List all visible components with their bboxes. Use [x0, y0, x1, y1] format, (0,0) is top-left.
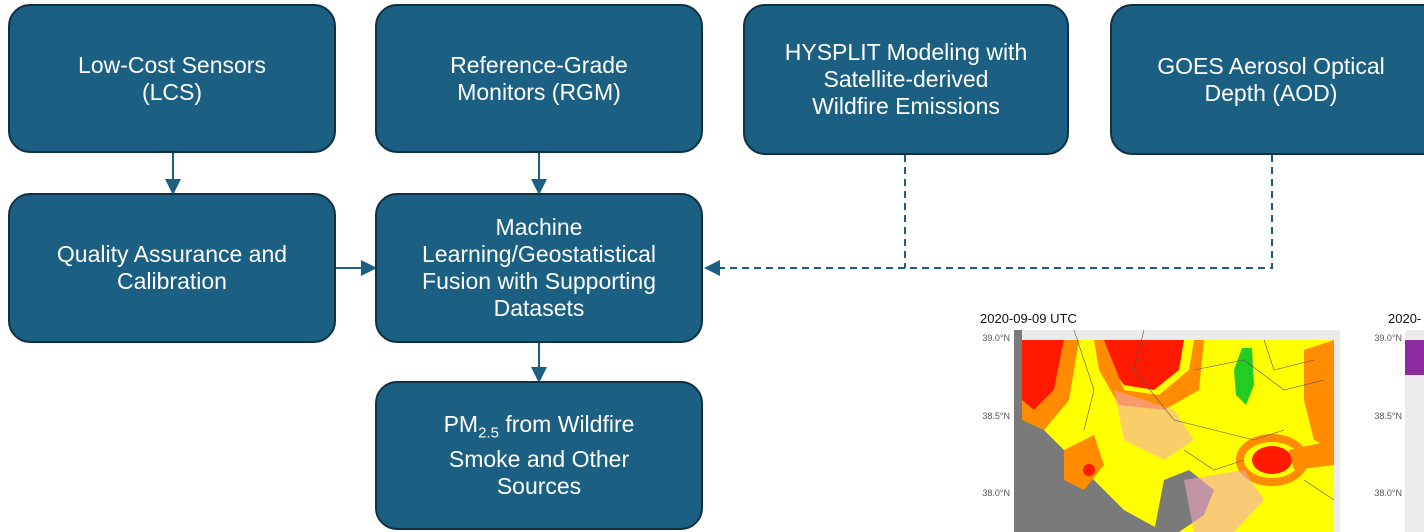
pm-prefix: PM	[443, 410, 479, 437]
box-low-cost-sensors: Low-Cost Sensors (LCS)	[8, 4, 336, 153]
map1-smoke-red-center	[1252, 446, 1292, 474]
box-fusion-line-3: Fusion with Supporting	[422, 268, 656, 294]
box-pm-line-3: Sources	[496, 473, 582, 500]
map1-ocean	[1014, 330, 1164, 532]
map1-smoke-pink-2	[1184, 470, 1264, 532]
box-rgm-line-1: Reference-Grade	[450, 51, 628, 78]
box-qa-line-2: Calibration	[117, 268, 227, 294]
box-pm-line-2: Smoke and Other	[448, 446, 630, 473]
box-goes-line-1: GOES Aerosol Optical	[1157, 52, 1385, 79]
box-hysplit-line-3: Wildfire Emissions	[812, 93, 1000, 119]
map2-plot	[1405, 330, 1424, 532]
pm-suffix: from Wildfire	[498, 410, 635, 437]
box-fusion-line-4: Datasets	[493, 295, 585, 321]
map1-title: 2020-09-09 UTC	[980, 311, 1077, 326]
box-pm-line-1: PM2.5 from Wildfire	[444, 411, 635, 447]
map2-tick-38-5: 38.5°N	[1374, 411, 1402, 421]
box-hysplit-line-1: HYSPLIT Modeling with	[784, 39, 1028, 65]
map1-tick-39: 39.0°N	[982, 333, 1010, 343]
map1-smoke-pink-1	[1114, 390, 1194, 460]
map1-smoke-orange-band	[1289, 440, 1334, 470]
map1-smoke-orange-west	[1022, 340, 1079, 430]
map1-tick-38: 38.0°N	[982, 488, 1010, 498]
box-hysplit-line-2: Satellite-derived	[823, 66, 989, 92]
box-goes-aod: GOES Aerosol Optical Depth (AOD)	[1110, 4, 1424, 155]
map2-tick-38: 38.0°N	[1374, 488, 1402, 498]
box-reference-grade-monitors: Reference-Grade Monitors (RGM)	[375, 4, 703, 153]
box-lcs-line-2: (LCS)	[141, 78, 203, 105]
map1-boundaries	[1073, 330, 1335, 501]
box-rgm-line-2: Monitors (RGM)	[457, 78, 621, 105]
box-qa-line-1: Quality Assurance and	[56, 241, 288, 267]
box-lcs-line-1: Low-Cost Sensors	[78, 51, 266, 78]
map1-raster	[1014, 330, 1335, 532]
box-pm25-output: PM2.5 from Wildfire Smoke and Other Sour…	[375, 381, 703, 530]
map1-smoke-green	[1234, 348, 1254, 405]
map2-tick-39: 39.0°N	[1374, 333, 1402, 343]
box-hysplit-modeling: HYSPLIT Modeling with Satellite-derived …	[743, 4, 1069, 155]
box-quality-assurance: Quality Assurance and Calibration	[8, 193, 336, 343]
map1-smoke-red-north	[1104, 340, 1184, 390]
map1-smoke-orange-east	[1304, 340, 1334, 450]
map1-smoke-red-coast	[1083, 464, 1095, 476]
box-goes-line-2: Depth (AOD)	[1204, 79, 1338, 106]
map2-raster	[1405, 330, 1424, 532]
pm-subscript: 2.5	[478, 424, 499, 442]
map1-smoke-red-west	[1022, 340, 1064, 410]
map1-smoke-orange-coast	[1064, 435, 1104, 490]
box-fusion-line-1: Machine	[495, 214, 583, 240]
map2-title: 2020-	[1388, 311, 1422, 326]
box-fusion-line-2: Learning/Geostatistical	[422, 241, 656, 267]
box-ml-fusion: Machine Learning/Geostatistical Fusion w…	[375, 193, 703, 343]
map1-tick-38-5: 38.5°N	[982, 411, 1010, 421]
dashed-connector-goes	[704, 155, 1273, 276]
map1-plot	[1014, 330, 1340, 532]
